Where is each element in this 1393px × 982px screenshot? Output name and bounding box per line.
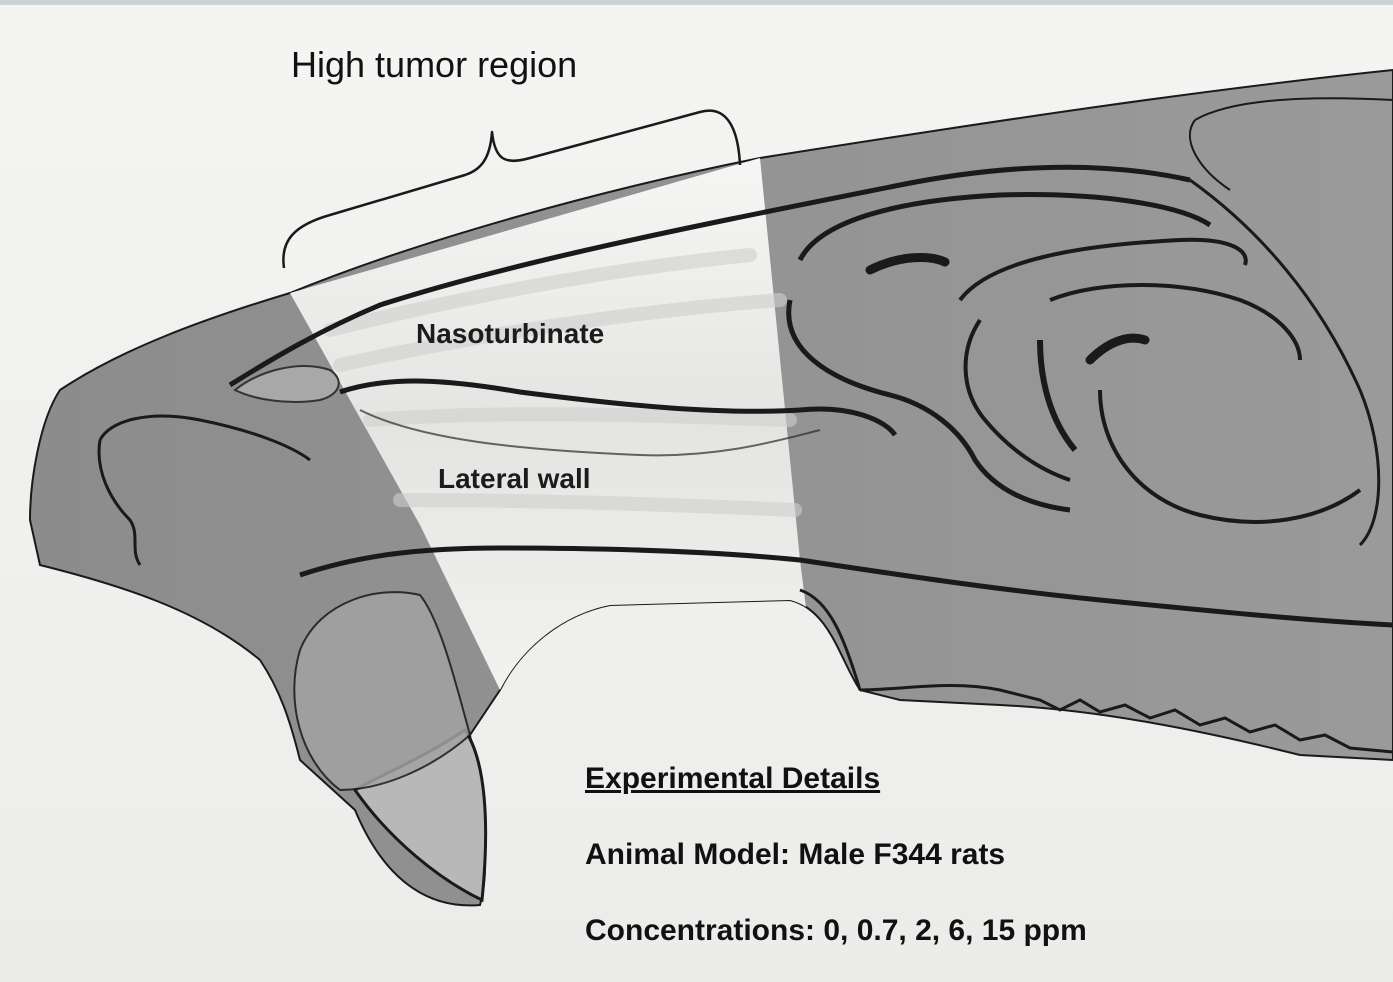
- experimental-details-heading: Experimental Details: [585, 762, 880, 796]
- lateral-wall-label: Lateral wall: [438, 463, 591, 495]
- animal-model-text: Animal Model: Male F344 rats: [585, 838, 1005, 872]
- concentrations-text: Concentrations: 0, 0.7, 2, 6, 15 ppm: [585, 914, 1087, 948]
- high-tumor-region-label: High tumor region: [291, 44, 577, 86]
- frame-top-edge: [0, 0, 1393, 5]
- nasoturbinate-label: Nasoturbinate: [416, 318, 604, 350]
